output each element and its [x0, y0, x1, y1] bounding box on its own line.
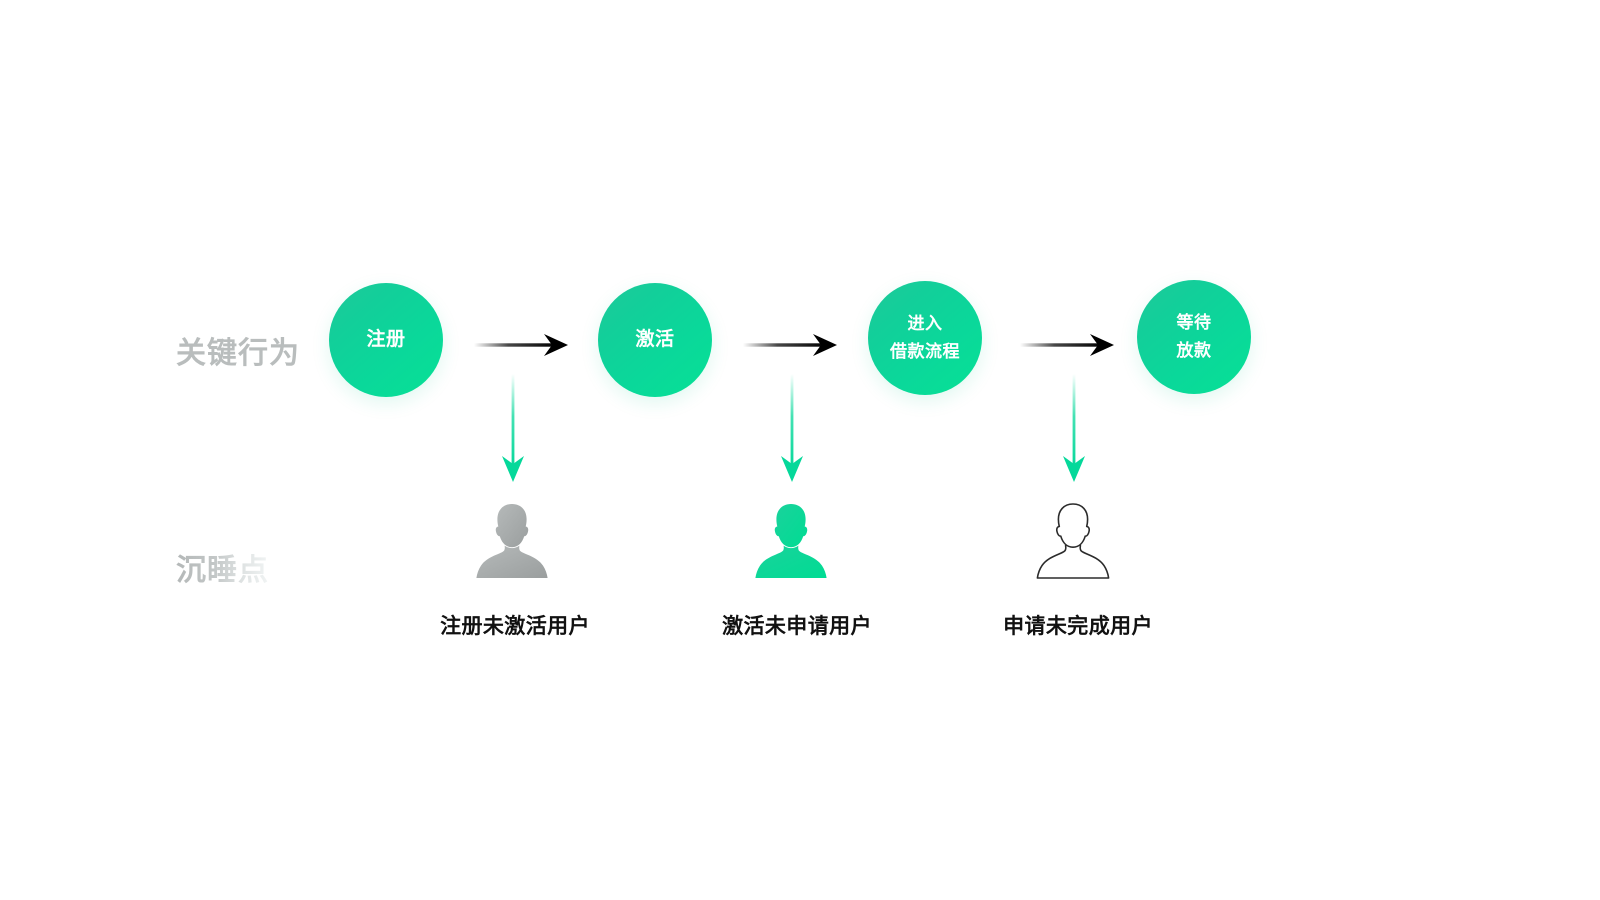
- stage-node-label-line2: 放款: [1176, 341, 1212, 360]
- stage-node-label-line1: 等待: [1176, 313, 1212, 333]
- arrow-right-icon: [1020, 334, 1114, 356]
- row-label-key-action: 关键行为: [176, 337, 300, 370]
- person-filled-gray-icon: [476, 504, 548, 578]
- stage-node-activate[interactable]: 激活: [598, 283, 712, 397]
- stage-node-register[interactable]: 注册: [329, 283, 443, 397]
- stage-node-enter-loan-flow[interactable]: 进入 借款流程: [868, 281, 982, 395]
- arrow-down-icon: [502, 374, 524, 482]
- stage-node-await-disbursement[interactable]: 等待 放款: [1137, 280, 1251, 394]
- stage-node-label-line2: 借款流程: [890, 342, 960, 361]
- person-outline-icon: [1036, 503, 1110, 579]
- dormant-caption-activated-not-applied: 激活未申请用户: [722, 615, 872, 638]
- stage-node-label: 注册: [366, 328, 406, 350]
- person-filled-green-icon: [755, 504, 827, 578]
- arrow-right-icon: [474, 334, 568, 356]
- arrow-right-icon: [743, 334, 837, 356]
- dormant-caption-registered-not-activated: 注册未激活用户: [440, 615, 590, 638]
- arrow-down-icon: [781, 374, 803, 482]
- stage-node-label-line1: 进入: [907, 314, 943, 334]
- dormant-caption-applied-not-completed: 申请未完成用户: [1003, 615, 1153, 638]
- row-label-sleep-point: 沉睡点: [176, 545, 269, 589]
- arrow-down-icon: [1063, 374, 1085, 482]
- stage-node-label: 激活: [635, 328, 675, 350]
